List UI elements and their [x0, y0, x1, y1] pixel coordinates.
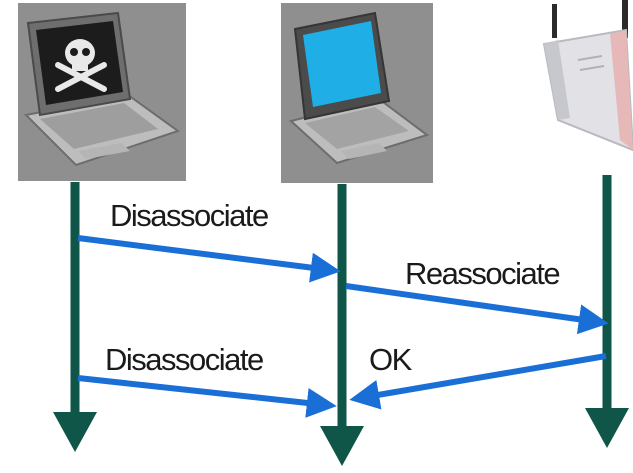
- message-label-ok: OK: [369, 342, 412, 377]
- disassociate-arrow-1: [77, 235, 341, 283]
- reassociate-arrow: [345, 283, 609, 335]
- laptop-icon: [281, 3, 433, 183]
- attacker-laptop: [18, 3, 186, 181]
- pirate-laptop-icon: [18, 3, 186, 181]
- message-label-disassociate: Disassociate: [105, 342, 264, 377]
- ok-arrow: [349, 353, 607, 410]
- disassociate-arrow-2: [77, 375, 337, 418]
- lifeline-victim: [320, 184, 364, 466]
- lifeline-attacker: [53, 182, 97, 452]
- message-label-reassociate: Reassociate: [405, 256, 561, 291]
- access-point-icon: [540, 0, 633, 175]
- message-label-disassociate: Disassociate: [110, 198, 269, 233]
- access-point: [540, 0, 633, 175]
- lifeline-access-point: [585, 175, 629, 448]
- victim-laptop: [281, 3, 433, 183]
